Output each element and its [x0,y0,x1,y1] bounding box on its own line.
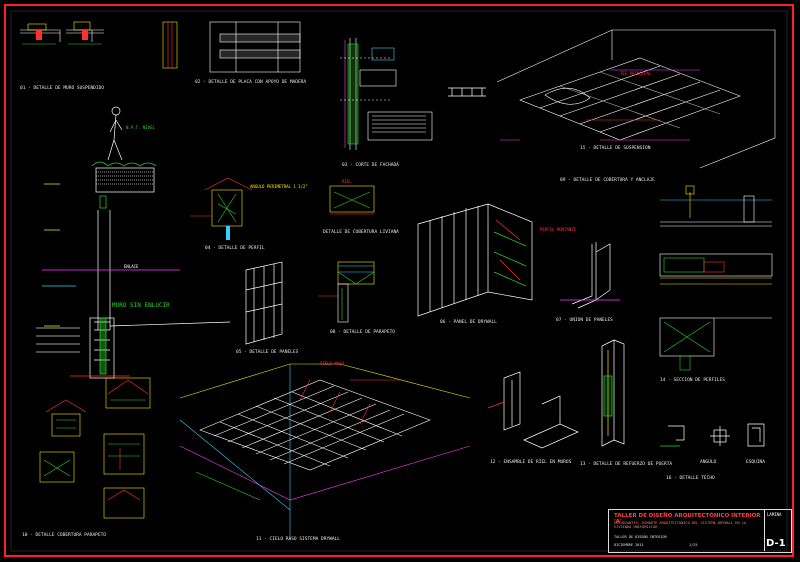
caption-angulo: ANGULO [700,460,717,465]
detail-01 [20,21,104,45]
title-block-scale: 1/25 [689,543,698,547]
caption-13: 12 - ENSAMBLE DE RIEL EN MUROS [490,460,572,465]
wall-section-left [36,106,231,379]
detail-03 [340,38,433,150]
detail-04 [190,177,253,240]
detail-11-ceiling-grid [179,363,471,540]
caption-05: DETALLE DE COBERTURA LIVIANA [323,230,399,235]
title-block-date: DICIEMBRE 2015 [614,543,644,547]
caption-14: 13 - DETALLE DE REFUERZO DE PUERTA [580,462,673,467]
caption-06: 05 - DETALLE DE PANELES [236,350,299,355]
title-block-course: TALLER DE DISEÑO INTERIOR [614,535,667,539]
label-nivel-piso: N.P.T. NIVEL [126,125,155,130]
detail-12 [487,371,579,449]
label-perfil-montante: PERFIL MONTANTE [540,227,577,232]
caption-01: 01 - DETALLE DE MURO SUSPENDIDO [20,86,104,91]
caption-08: 07 - UNION DE PANELES [556,318,613,323]
title-block: TALLER DE DISEÑO ARQUITECTÓNICO INTERIOR… [608,509,792,553]
caption-16: 15 - DETALLE DE SUSPENSION [580,146,651,151]
detail-05 [318,185,375,323]
label-angulo-perimetral: ANGULO PERIMETRAL 1 1/2" [250,184,308,189]
detail-16-ceiling [496,29,776,169]
detail-13 [601,339,625,447]
label-muro-sin-enlucir: MURO SIN ENLUCIR [112,302,170,309]
caption-12: 11 - CIELO RASO SISTEMA DRYWALL [256,537,340,542]
title-block-subtitle: ESTUDIANTES: DIMARTE ARQUITECTONICO DEL … [614,521,746,529]
caption-03: 03 - CORTE DE FACHADA [342,163,399,168]
sheet-frame [4,4,794,557]
detail-17 [660,423,765,447]
caption-07: 06 - PANEL DE DRYWALL [440,320,497,325]
caption-17: 16 - DETALLE TECHO [666,476,715,481]
title-block-heading: TALLER DE DISEÑO ARQUITECTÓNICO INTERIOR… [614,513,761,525]
caption-02: 02 - DETALLE DE PLACA CON APOYO DE MADER… [195,80,307,85]
caption-04: 04 - DETALLE DE PERFIL [205,246,265,251]
caption-esquina: ESQUINA [746,460,765,465]
caption-10: 09 - DETALLE DE COBERTURA Y ANCLAJE [560,178,655,183]
label-riel: RIEL [342,179,352,184]
inner-frame [10,10,788,552]
label-enlace: ENLACE [124,264,139,269]
detail-02 [162,21,301,73]
caption-15: 14 - SECCION DE PERFILES [660,378,726,383]
detail-08 [560,242,620,309]
caption-11: 10 - DETALLE COBERTURA PARAPETO [22,533,106,538]
label-tee-principal: TEE PRINCIPAL [620,71,652,76]
caption-09: 08 - DETALLE DE PARAPETO [330,330,396,335]
title-block-sheet: LAMINA D-1 [764,510,791,551]
sheet-label: LAMINA [767,512,782,517]
detail-07 [417,203,533,317]
label-cielo-raso: CIELO RASO [320,361,345,366]
detail-06-panels [245,261,283,345]
profile-small [448,87,486,97]
sheet-number: D-1 [766,538,786,549]
detail-10 [39,377,151,519]
detail-right-column [659,185,773,371]
